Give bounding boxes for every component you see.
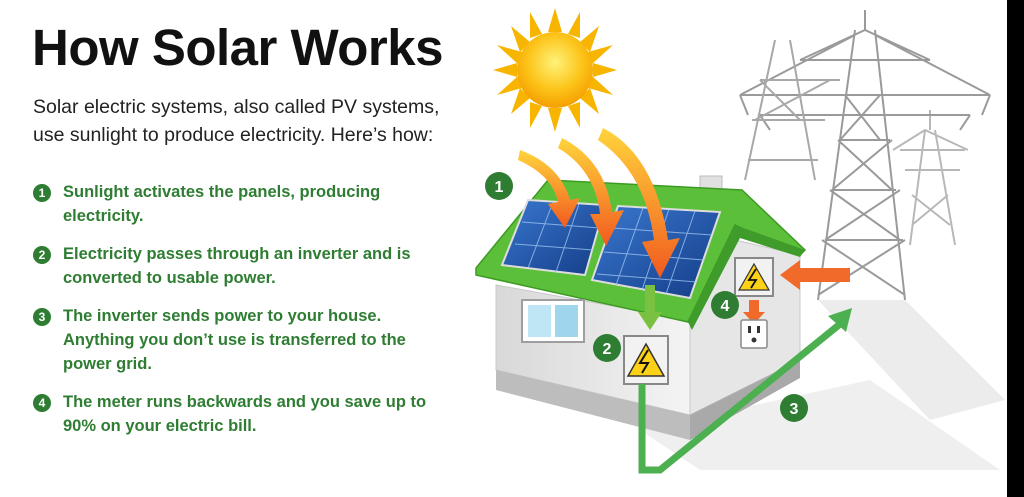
solar-system-illustration: 1 2 3 4 [475,8,1005,474]
sunlight-arrows [518,128,680,278]
inverter-to-grid-line [638,308,852,474]
step-2-text: Electricity passes through an inverter a… [63,245,411,287]
sun-icon [493,8,617,132]
diagram-marker-3: 3 [780,394,808,422]
step-4-text: The meter runs backwards and you save up… [63,393,427,435]
diagram-marker-2: 2 [593,334,621,362]
step-1-number: 1 [33,184,51,202]
house-shadow [640,380,1000,470]
step-4: 4 The meter runs backwards and you save … [33,390,453,438]
svg-text:4: 4 [721,298,730,315]
diagram-marker-1: 1 [485,172,513,200]
intro-text: Solar electric systems, also called PV s… [33,96,440,146]
inverter-icon [623,335,669,385]
panel-to-inverter-arrow [638,285,662,330]
step-1-text: Sunlight activates the panels, producing… [63,183,381,225]
window-edge-strip [1007,0,1024,497]
meter-to-outlet-arrow [743,300,765,324]
step-2: 2 Electricity passes through an inverter… [33,242,453,290]
svg-text:2: 2 [603,341,612,358]
grid-to-meter-arrow [780,260,850,290]
steps-list: 1 Sunlight activates the panels, produci… [33,180,453,438]
step-4-number: 4 [33,394,51,412]
svg-text:3: 3 [790,401,799,418]
meter-icon [734,257,774,297]
step-2-number: 2 [33,246,51,264]
svg-text:1: 1 [495,179,504,196]
step-1: 1 Sunlight activates the panels, produci… [33,180,453,228]
step-3-text: The inverter sends power to your house. … [63,307,406,373]
tower-shadow [818,300,1005,420]
diagram-marker-4: 4 [711,291,739,319]
step-3-number: 3 [33,308,51,326]
outlet-icon [740,319,768,349]
power-tower-icon [739,10,991,301]
step-3: 3 The inverter sends power to your house… [33,304,453,376]
page-title: How Solar Works [32,19,443,76]
